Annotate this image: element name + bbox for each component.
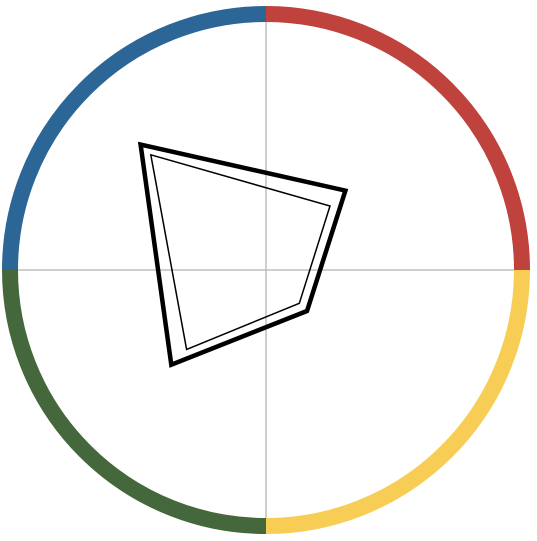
ring-arc-top-left <box>2 6 267 271</box>
outer-quadrilateral <box>137 141 349 368</box>
shapes <box>137 141 349 368</box>
axes <box>10 14 522 526</box>
ring-arc-top-right <box>265 6 530 271</box>
inner-quadrilateral <box>149 153 331 351</box>
ring-arc-bottom-left <box>2 269 267 534</box>
ring-arc-bottom-right <box>265 269 530 534</box>
quadrant-ring <box>2 6 530 534</box>
